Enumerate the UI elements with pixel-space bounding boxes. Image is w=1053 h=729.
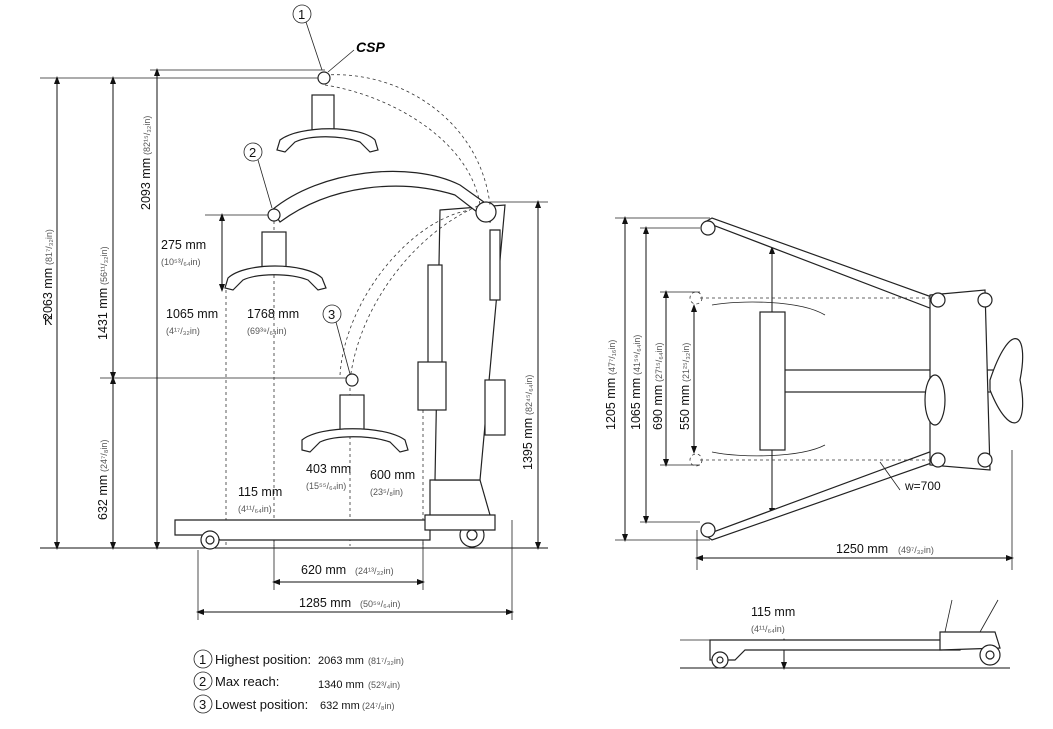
svg-text:(24⁷/₈in): (24⁷/₈in) xyxy=(99,439,109,472)
top-leg-upper xyxy=(703,217,941,311)
detail-view: 115 mm (4¹¹/₆₄in) xyxy=(680,599,1010,670)
push-handle xyxy=(989,338,1024,424)
marker-3-label: 3 xyxy=(328,307,335,322)
svg-text:632 mm: 632 mm xyxy=(96,475,110,520)
side-view: 1 2 3 CSP 2063 mm (81⁷/₃₂in) K 1431 mm (… xyxy=(40,4,548,620)
svg-text:(24⁷/₈in): (24⁷/₈in) xyxy=(362,701,395,711)
actuator-rod xyxy=(427,264,443,366)
svg-text:2063 mm: 2063 mm xyxy=(318,655,364,667)
svg-text:1395 mm: 1395 mm xyxy=(521,418,535,470)
svg-text:(52³/₄in): (52³/₄in) xyxy=(368,680,400,690)
dim-1205-label: 1205 mm (47⁷/₁₆in) xyxy=(604,340,618,430)
svg-text:(41⁵⁹/₆₄in): (41⁵⁹/₆₄in) xyxy=(632,335,642,375)
svg-text:1065 mm: 1065 mm xyxy=(166,307,218,321)
svg-text:3: 3 xyxy=(199,697,206,712)
dim-1285-label: 1285 mm (50⁵⁹/₆₄in) xyxy=(299,596,400,610)
svg-text:(10⁵³/₆₄in): (10⁵³/₆₄in) xyxy=(161,257,201,267)
svg-text:(81⁷/₃₂in): (81⁷/₃₂in) xyxy=(44,229,54,265)
svg-text:2: 2 xyxy=(199,674,206,689)
legend-row-2: 2 Max reach: 1340 mm (52³/₄in) xyxy=(193,671,400,691)
base-housing xyxy=(429,479,491,521)
svg-text:Max reach:: Max reach: xyxy=(215,674,279,689)
marker-2-label: 2 xyxy=(249,145,256,160)
svg-text:(56¹¹/₃₂in): (56¹¹/₃₂in) xyxy=(99,246,109,285)
svg-text:(47⁷/₁₆in): (47⁷/₁₆in) xyxy=(607,340,617,375)
svg-text:1340 mm: 1340 mm xyxy=(318,679,364,691)
svg-text:1285 mm: 1285 mm xyxy=(299,596,351,610)
svg-text:2093 mm: 2093 mm xyxy=(139,158,153,210)
svg-text:690 mm: 690 mm xyxy=(651,385,665,430)
svg-text:115 mm: 115 mm xyxy=(751,605,795,619)
w-label: w=700 xyxy=(904,479,941,493)
svg-text:1205 mm: 1205 mm xyxy=(604,378,618,430)
svg-text:1250 mm: 1250 mm xyxy=(836,542,888,556)
svg-text:620 mm: 620 mm xyxy=(301,563,346,577)
dim-690-label: 690 mm (27¹⁵/₆₄in) xyxy=(651,342,665,430)
svg-text:403 mm: 403 mm xyxy=(306,462,351,476)
dim-115-label: 115 mm (4¹¹/₆₄in) xyxy=(238,485,282,514)
svg-text:(50⁵⁹/₆₄in): (50⁵⁹/₆₄in) xyxy=(360,599,400,609)
svg-text:(81⁷/₃₂in): (81⁷/₃₂in) xyxy=(368,656,404,666)
marker-1: 1 xyxy=(292,4,323,71)
svg-text:(4¹⁷/₃₂in): (4¹⁷/₃₂in) xyxy=(166,326,200,336)
svg-text:(4¹¹/₆₄in): (4¹¹/₆₄in) xyxy=(751,624,785,634)
legend: 1 Highest position: 2063 mm (81⁷/₃₂in) 2… xyxy=(193,649,404,714)
svg-text:600 mm: 600 mm xyxy=(370,468,415,482)
svg-text:550 mm: 550 mm xyxy=(678,385,692,430)
dim-275-label: 275 mm (10⁵³/₆₄in) xyxy=(161,238,206,267)
svg-text:(49⁷/₃₂in): (49⁷/₃₂in) xyxy=(898,545,934,555)
top-spreader xyxy=(759,311,786,451)
svg-text:1431 mm: 1431 mm xyxy=(96,288,110,340)
boom-pivot xyxy=(475,201,497,223)
svg-text:115 mm: 115 mm xyxy=(238,485,282,499)
spreader-bar-reach xyxy=(224,208,327,291)
top-leg-lower xyxy=(703,449,941,541)
svg-text:275 mm: 275 mm xyxy=(161,238,206,252)
svg-text:(69³⁹/₆₄in): (69³⁹/₆₄in) xyxy=(247,326,287,336)
svg-text:1: 1 xyxy=(199,652,206,667)
dim-403-label: 403 mm (15⁵⁵/₆₄in) xyxy=(306,462,351,491)
svg-text:2063 mm: 2063 mm xyxy=(41,268,55,320)
legend-row-3: 3 Lowest position: 632 mm (24⁷/₈in) xyxy=(193,694,395,714)
detail-leg xyxy=(709,639,961,661)
dim-1431-label: 1431 mm (56¹¹/₃₂in) xyxy=(96,246,110,340)
marker-2: 2 xyxy=(243,142,273,209)
svg-text:1065 mm: 1065 mm xyxy=(629,378,643,430)
dim-1065-label: 1065 mm (4¹⁷/₃₂in) xyxy=(166,307,218,336)
dim-1250-label: 1250 mm (49⁷/₃₂in) xyxy=(836,542,934,556)
dim-1768-label: 1768 mm (69³⁹/₆₄in) xyxy=(247,307,299,336)
dim-632-label: 632 mm (24⁷/₈in) xyxy=(96,439,110,520)
svg-text:(4¹¹/₆₄in): (4¹¹/₆₄in) xyxy=(238,504,272,514)
dim-2093-label: 2093 mm (82¹⁵/₃₂in) xyxy=(139,116,153,210)
top-view: 1205 mm (47⁷/₁₆in) 1065 mm (41⁵⁹/₆₄in) 6… xyxy=(604,216,1024,570)
svg-text:(15⁵⁵/₆₄in): (15⁵⁵/₆₄in) xyxy=(306,481,346,491)
dim-620-label: 620 mm (24¹³/₃₂in) xyxy=(301,563,394,577)
svg-text:(23⁵/₈in): (23⁵/₈in) xyxy=(370,487,403,497)
dim-1065-top-label: 1065 mm (41⁵⁹/₆₄in) xyxy=(629,335,643,430)
marker-3: 3 xyxy=(322,304,351,375)
dim-1395-label: 1395 mm (82⁴⁵/₆₄in) xyxy=(521,375,535,470)
svg-text:(82⁴⁵/₆₄in): (82⁴⁵/₆₄in) xyxy=(524,375,534,415)
svg-text:(21²⁵/₃₂in): (21²⁵/₃₂in) xyxy=(681,343,691,382)
svg-text:(82¹⁵/₃₂in): (82¹⁵/₃₂in) xyxy=(142,116,152,155)
k-label: K xyxy=(44,314,53,328)
marker-1-label: 1 xyxy=(298,7,305,22)
legend-row-1: 1 Highest position: 2063 mm (81⁷/₃₂in) xyxy=(193,649,404,669)
actuator-motor xyxy=(417,361,447,411)
control-box xyxy=(484,379,506,436)
detail-dim-115-label: 115 mm (4¹¹/₆₄in) xyxy=(751,605,795,634)
svg-text:1768 mm: 1768 mm xyxy=(247,307,299,321)
svg-text:Highest position:: Highest position: xyxy=(215,652,311,667)
dim-600-label: 600 mm (23⁵/₈in) xyxy=(370,468,415,497)
svg-text:Lowest position:: Lowest position: xyxy=(215,697,308,712)
dim-550-label: 550 mm (21²⁵/₃₂in) xyxy=(678,343,692,430)
svg-text:(24¹³/₃₂in): (24¹³/₃₂in) xyxy=(355,566,394,576)
csp-label: CSP xyxy=(356,39,385,55)
spreader-bar-high xyxy=(276,71,379,153)
spreader-bar-low xyxy=(301,373,409,453)
dim-2063-label: 2063 mm (81⁷/₃₂in) xyxy=(41,229,55,320)
svg-text:(27¹⁵/₆₄in): (27¹⁵/₆₄in) xyxy=(654,342,664,382)
svg-text:632 mm: 632 mm xyxy=(320,700,360,712)
